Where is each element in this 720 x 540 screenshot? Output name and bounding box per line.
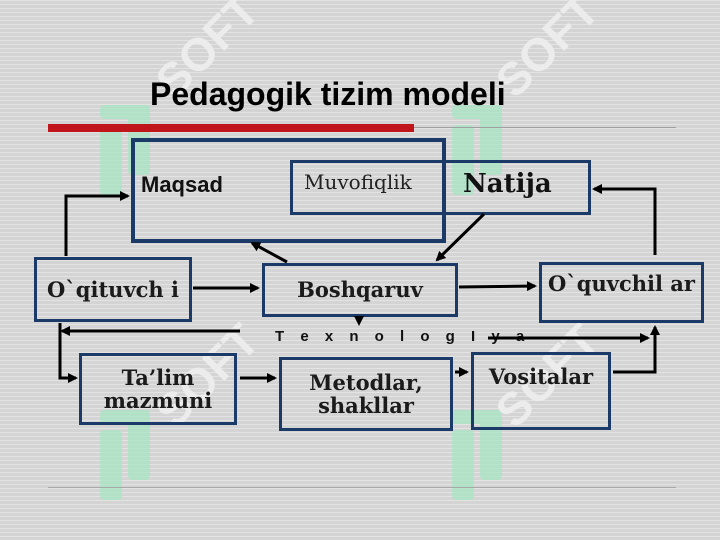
title-underline-line (414, 127, 676, 128)
metodlar-label: Metodlar, shakllar (309, 369, 423, 418)
muvofiqlik-label: Muvofiqlik (304, 170, 412, 194)
title-underline-red (48, 124, 414, 132)
talim-label: Ta’lim mazmuni (103, 364, 213, 413)
oquvchilar-box: O`quvchil ar (539, 262, 704, 323)
arrow-oqituvchi-to-talim (58, 323, 78, 383)
arrow-oqituvchi-to-maqsad (64, 191, 130, 256)
page-title: Pedagogik tizim modeli (150, 76, 506, 112)
vositalar-box: Vositalar (471, 352, 611, 430)
arrow-boshqaruv-to-maqsad (250, 241, 288, 264)
arrow-vositalar-to-oquvchilar (613, 325, 660, 374)
talim-box: Ta’lim mazmuni (79, 353, 237, 425)
texnologiya-label: T e x n o l o g I y a (275, 328, 531, 345)
oqituvchi-box: O`qituvch i (34, 257, 192, 322)
boshqaruv-label: Boshqaruv (297, 277, 423, 303)
oquvchilar-label: O`quvchil ar (548, 271, 695, 296)
natija-box (290, 160, 591, 215)
vositalar-label: Vositalar (488, 364, 594, 389)
footer-divider (48, 487, 676, 488)
maqsad-box (131, 138, 446, 243)
arrow-natija-to-boshqaruv (435, 212, 486, 262)
maqsad-label: Maqsad (141, 172, 223, 197)
natija-label: Natija (463, 169, 552, 199)
oqituvchi-label: O`qituvch i (47, 276, 179, 302)
metodlar-box: Metodlar, shakllar (279, 357, 453, 431)
arrow-boshqaruv-to-oquvchilar (458, 281, 537, 292)
boshqaruv-box: Boshqaruv (262, 263, 458, 317)
arrow-oquvchilar-to-natija (592, 184, 657, 255)
